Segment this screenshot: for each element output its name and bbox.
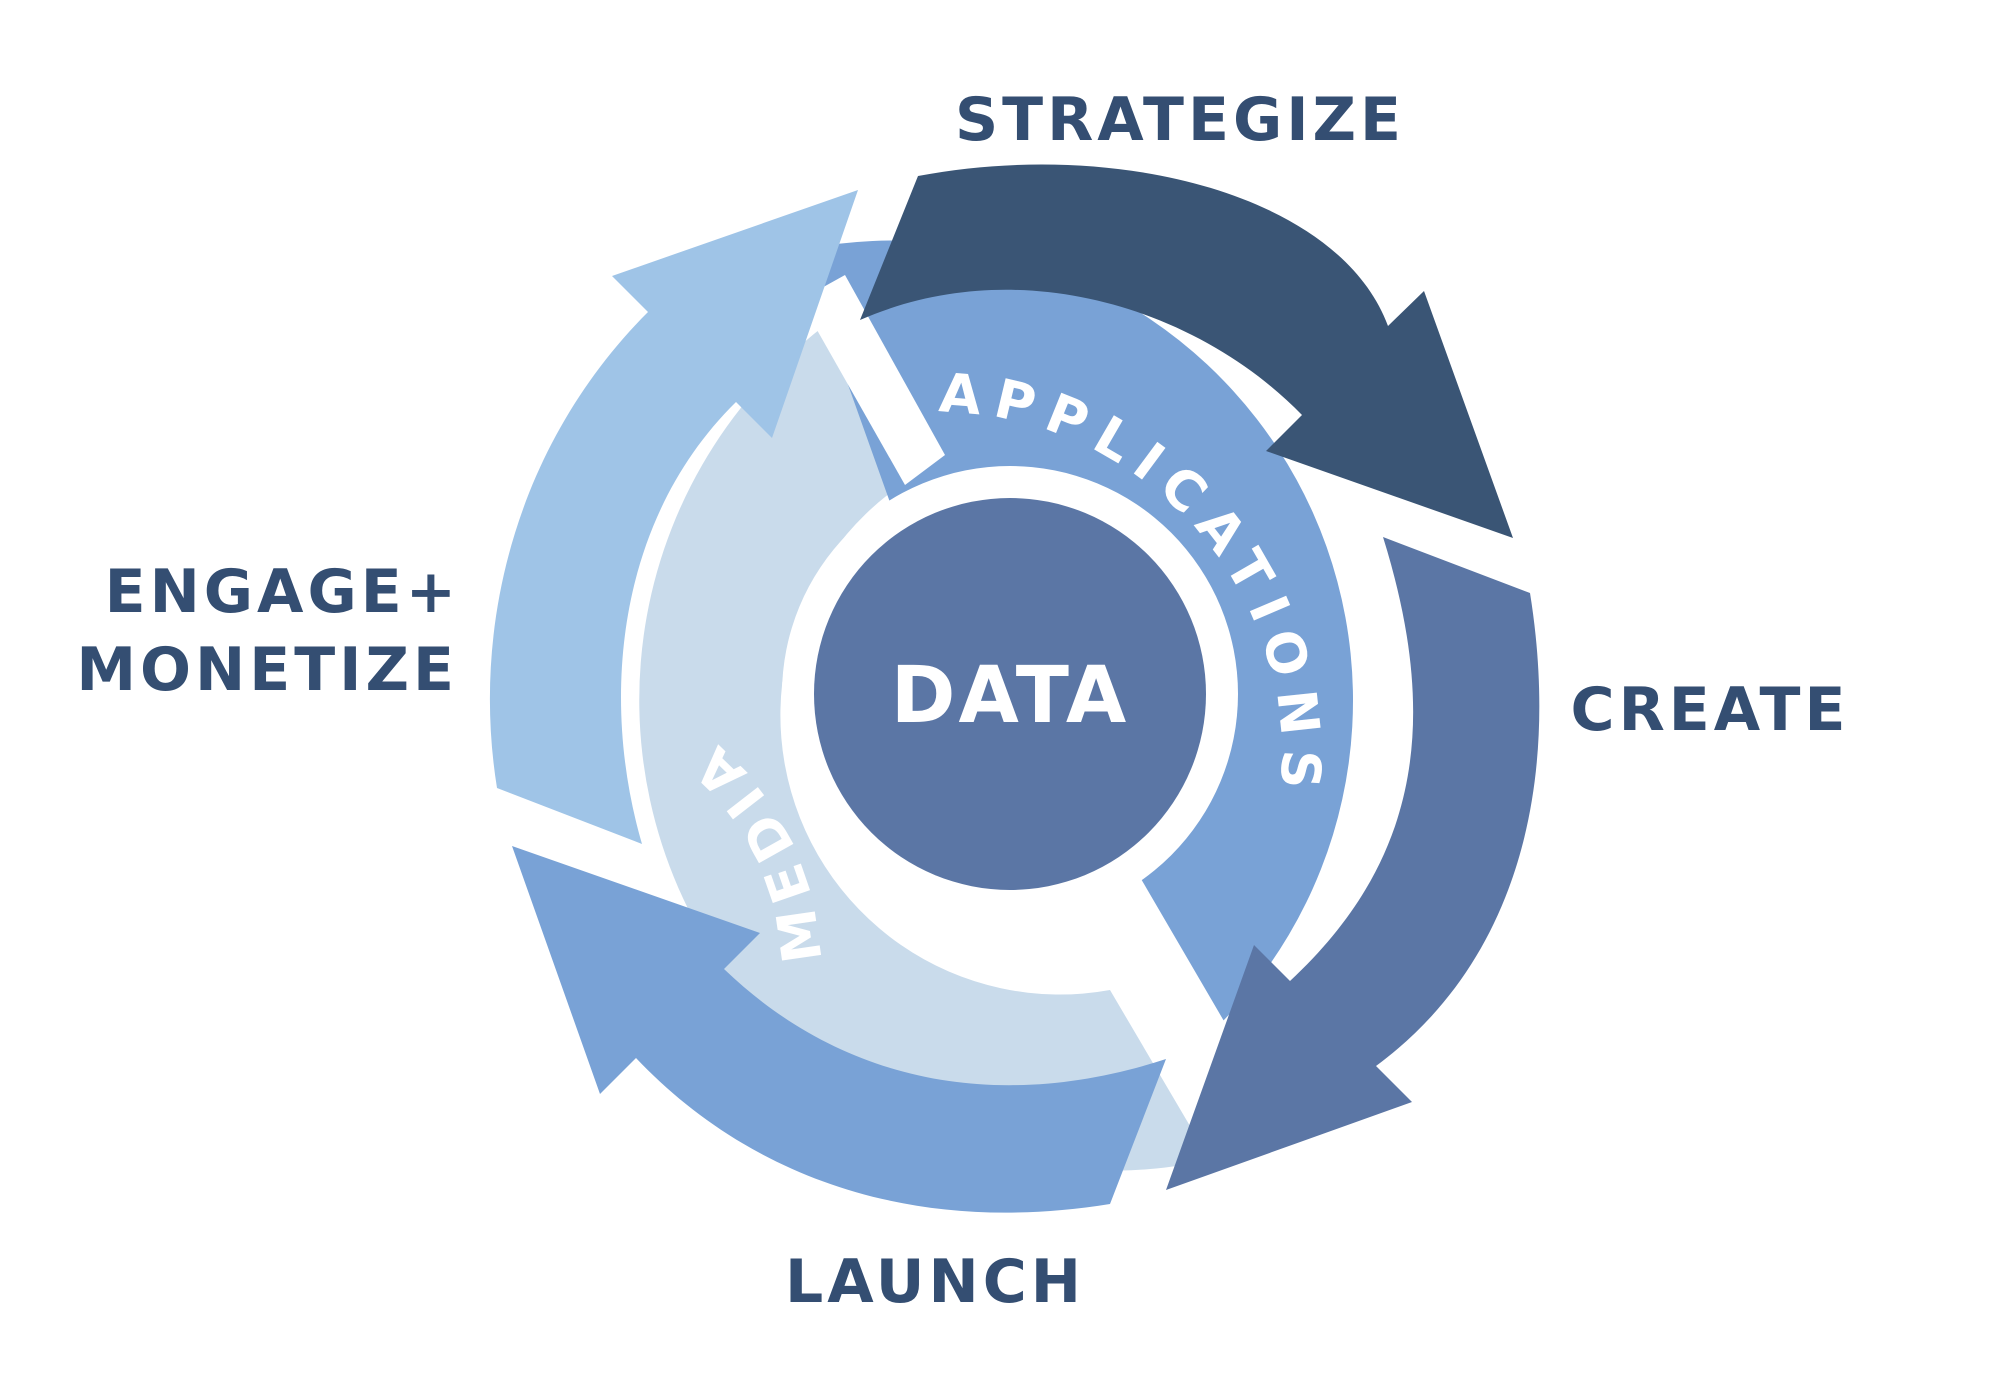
step-label-monetize: MONETIZE (76, 635, 458, 705)
step-label-launch: LAUNCH (785, 1247, 1085, 1317)
applications-ring-segment (800, 240, 1354, 1022)
launch-arrow (512, 846, 1166, 1213)
data-core-circle (814, 498, 1206, 890)
data-core-label: DATA (891, 651, 1130, 741)
step-label-create: CREATE (1571, 675, 1850, 745)
ring-separator-top (800, 275, 945, 485)
step-label-engage: ENGAGE+ (105, 557, 460, 627)
strategize-arrow (860, 164, 1513, 538)
media-ring-segment (639, 240, 1210, 1171)
ring-separator-bottom (1090, 860, 1235, 1065)
step-label-strategize: STRATEGIZE (955, 85, 1405, 155)
engage-monetize-arrow (489, 190, 858, 844)
create-arrow (1166, 537, 1540, 1190)
